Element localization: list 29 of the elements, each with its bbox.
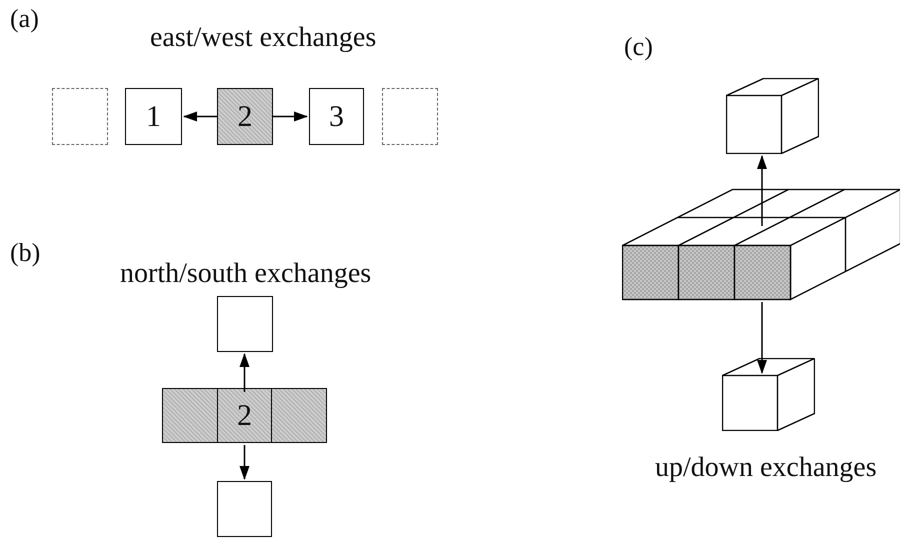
arrow [240,353,250,392]
arrow [757,155,767,226]
panel-title: east/west exchanges [150,24,376,52]
cell-number: 2 [237,398,252,432]
empty-cell-box [52,88,108,145]
active-cell-box [217,88,273,145]
panel-label: (a) [10,6,39,32]
cell-box [217,481,272,537]
arrow [273,112,308,122]
cell-box [125,88,182,145]
panel-label: (c) [624,34,653,60]
cube-drawing [722,358,815,431]
panel-label: (b) [10,240,40,266]
active-cell-box [162,388,218,443]
cube-drawing [726,78,819,154]
cell-box [309,88,364,145]
active-cell-box [271,388,327,443]
cell-number: 2 [238,100,252,134]
panel-title: north/south exchanges [120,260,372,288]
arrow [183,112,217,122]
cell-number: 3 [329,100,344,134]
active-cell-box [217,388,272,443]
cube-slab-drawing [622,188,900,301]
cell-number: 1 [146,100,161,134]
arrow [757,302,767,374]
empty-cell-box [382,88,438,145]
cell-box [217,296,273,352]
panel-title: up/down exchanges [655,454,877,482]
arrow [240,445,250,480]
